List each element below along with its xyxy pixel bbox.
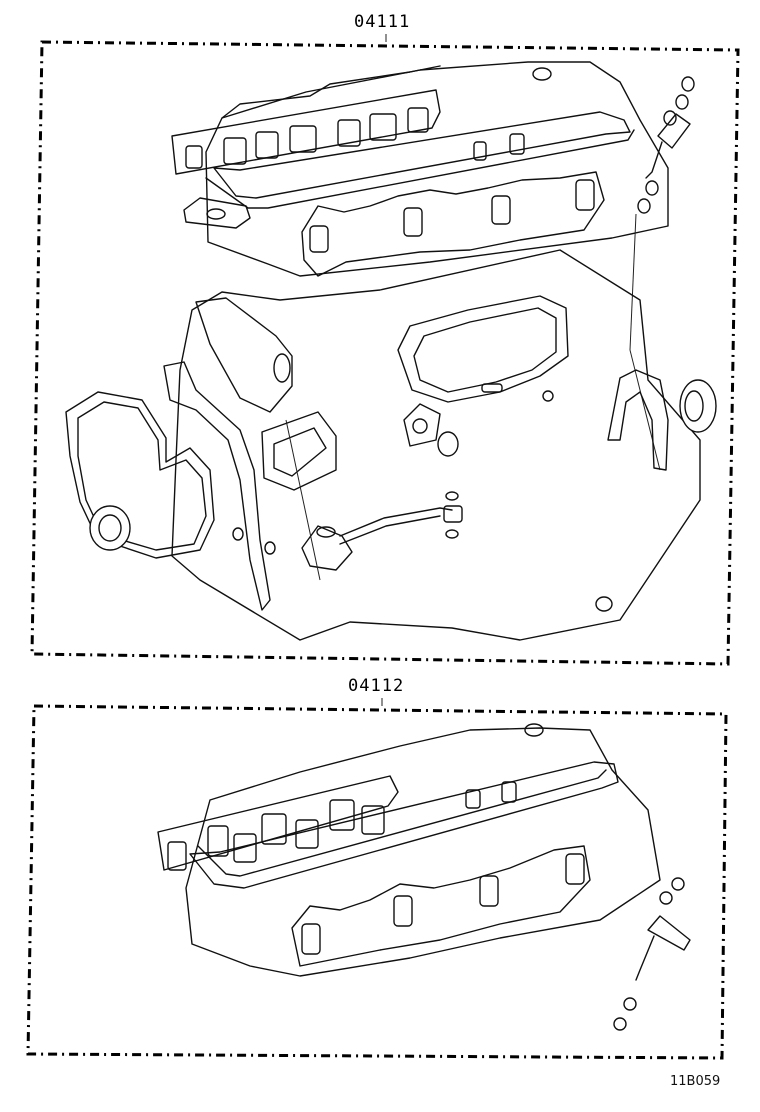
head-cover-gasket [213, 111, 631, 199]
kit-04111-diagram [30, 34, 740, 666]
intake-manifold-gasket-2 [157, 775, 399, 871]
side-cover-gasket [397, 295, 569, 403]
timing-cover-gasket [65, 391, 215, 559]
reference-code: 11B059 [670, 1074, 721, 1089]
valve-stem-seals-2 [465, 723, 544, 809]
part-number-04111: 04111 [354, 12, 411, 32]
engine-block [171, 249, 701, 641]
kit-04112-frame [26, 704, 728, 1060]
timing-plate-gasket [163, 361, 271, 611]
injector-nozzle-seals-2 [613, 877, 691, 1031]
kit-04112-diagram [26, 698, 728, 1060]
valve-stem-seals [473, 67, 552, 161]
water-pump-gasket [261, 411, 337, 491]
exhaust-manifold-gasket-2 [291, 845, 591, 967]
kit-04111-frame [30, 40, 740, 666]
cylinder-head-2 [185, 727, 661, 977]
cylinder-head [205, 61, 669, 277]
head-cover-gasket-2 [189, 761, 619, 889]
crankshaft-front-oil-seal [89, 505, 131, 551]
oil-strainer-gasket [301, 525, 353, 571]
intake-manifold-gasket [171, 89, 441, 175]
exhaust-manifold-gasket [301, 171, 605, 277]
rear-oil-seal-retainer-gasket [607, 369, 669, 471]
part-number-04112: 04112 [348, 676, 405, 696]
